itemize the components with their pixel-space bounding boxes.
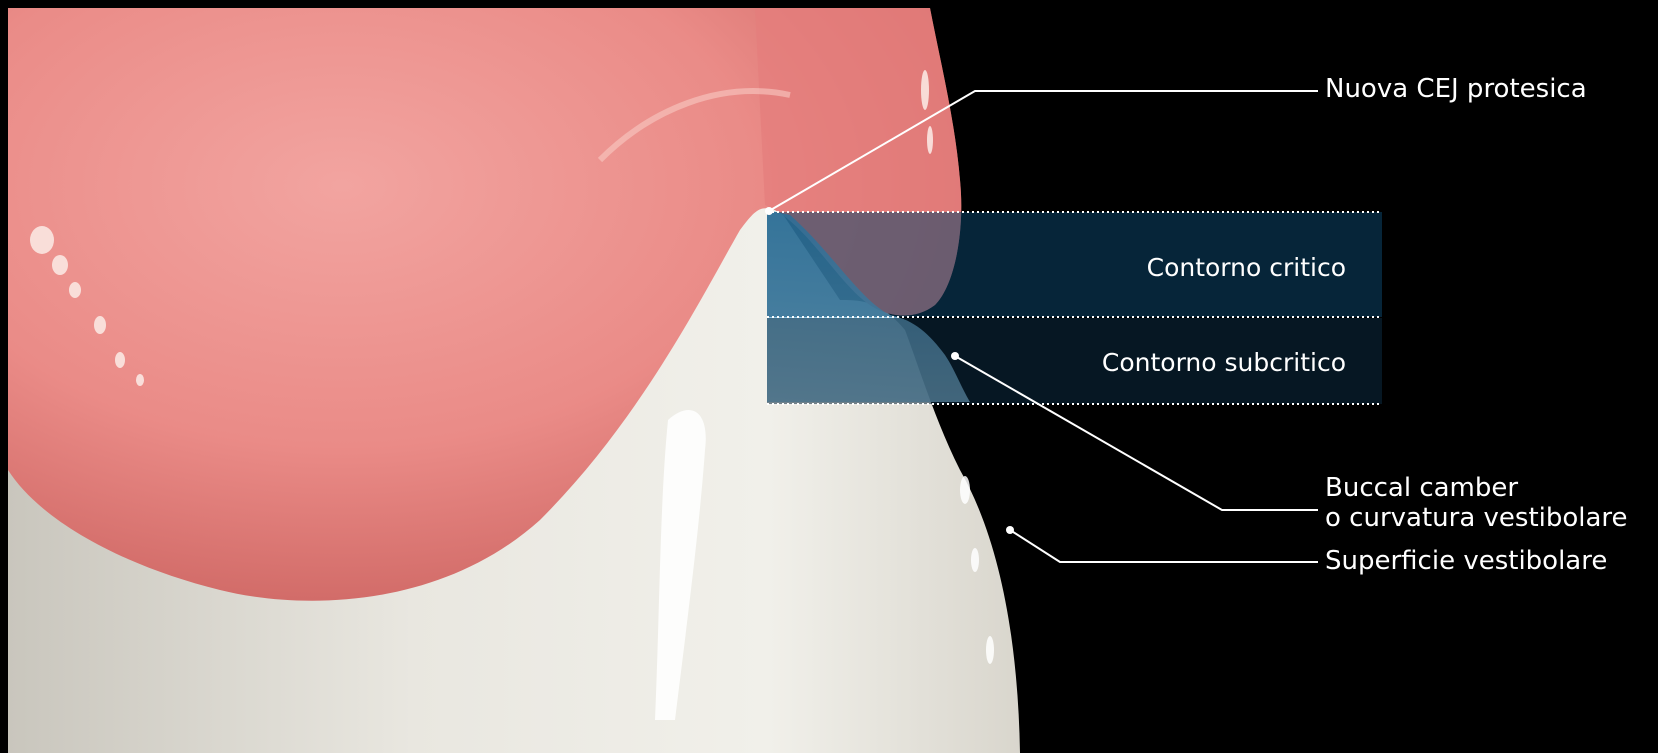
label-contorno-critico: Contorno critico: [1147, 253, 1346, 283]
label-curvatura-vestibolare: o curvatura vestibolare: [1325, 503, 1628, 533]
label-nuova-cej: Nuova CEJ protesica: [1325, 74, 1587, 104]
label-buccal-camber: Buccal camber: [1325, 473, 1518, 503]
label-contorno-subcritico: Contorno subcritico: [1102, 348, 1346, 378]
label-superficie-vestibolare: Superficie vestibolare: [1325, 546, 1607, 576]
